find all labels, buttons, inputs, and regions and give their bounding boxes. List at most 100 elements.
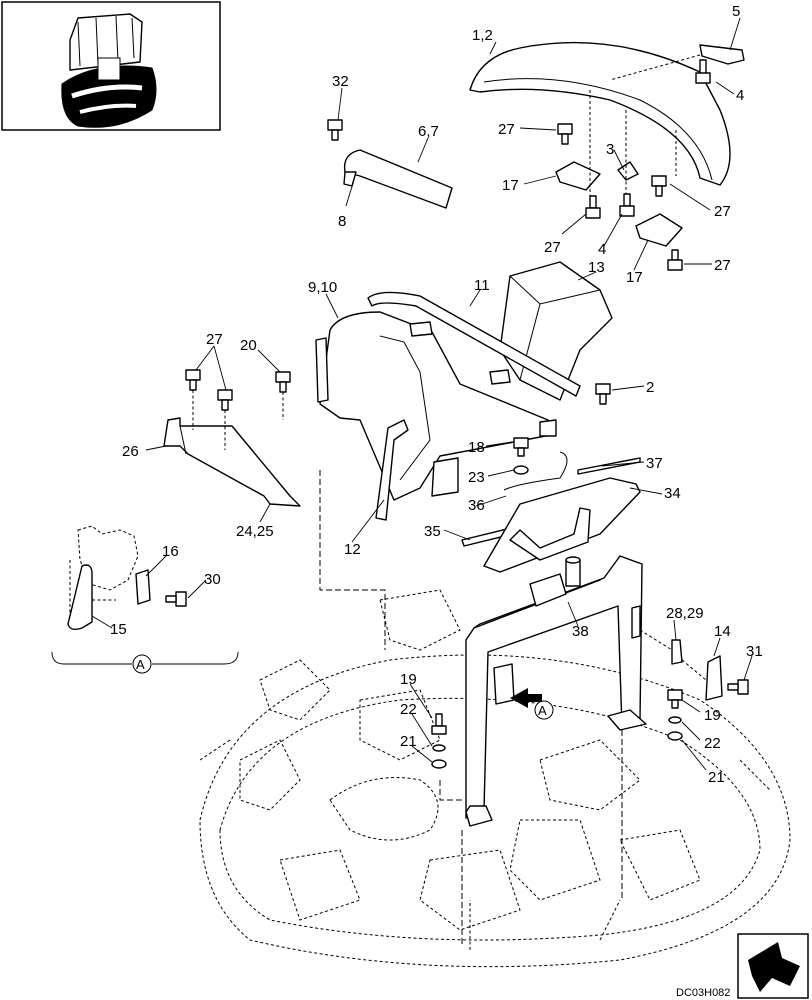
callout-label: 27: [714, 203, 731, 220]
cover-seal: [343, 171, 357, 187]
callout-label: 9,10: [308, 279, 337, 296]
reference-line: [639, 629, 707, 681]
callout-label: 27: [544, 239, 561, 256]
mounting-plate: [163, 417, 301, 507]
bolt: [513, 437, 529, 457]
callout-label: 27: [206, 331, 223, 348]
callout-label: 14: [714, 623, 731, 640]
callout-label: 34: [664, 485, 681, 502]
view-marker: A: [132, 654, 152, 674]
side-cover-bracket: [431, 457, 459, 497]
stay: [375, 419, 409, 521]
callout-label: 15: [110, 621, 127, 638]
leader-lines: [91, 17, 753, 771]
seal-strip: [577, 457, 641, 475]
bracket: [705, 655, 723, 701]
reference-line: [439, 780, 462, 801]
bolt: [165, 591, 187, 607]
reference-line: [319, 470, 386, 650]
bracket: [699, 44, 745, 65]
svg-text:A: A: [136, 657, 145, 672]
callout-label: 36: [468, 497, 485, 514]
callout-label: 30: [204, 571, 221, 588]
callout-label: 21: [400, 733, 417, 750]
callout-label: 3: [606, 141, 614, 158]
view-arrow-icon: [510, 688, 542, 708]
reference-line: [589, 90, 677, 196]
callout-label: 37: [646, 455, 663, 472]
bolt: [667, 689, 683, 709]
mounting-plate-edge: [179, 425, 187, 455]
duct-cover-inner: [509, 507, 591, 561]
bolt: [185, 369, 201, 391]
bolt: [727, 679, 749, 695]
washer-plate: [617, 161, 639, 181]
callout-label: 17: [626, 269, 643, 286]
bolt: [585, 195, 601, 219]
callout-label: 17: [502, 177, 519, 194]
bolt: [695, 59, 711, 84]
side-cover: [319, 311, 557, 501]
callout-label: 31: [746, 643, 763, 660]
washer: [513, 465, 529, 475]
hinge: [635, 213, 683, 247]
bolt: [217, 389, 233, 411]
bolt: [557, 123, 573, 145]
reference-line: [192, 390, 284, 450]
cover-plate: [343, 149, 453, 209]
callout-label: 16: [162, 543, 179, 560]
callout-label: 12: [344, 541, 361, 558]
callout-label: 4: [598, 241, 606, 258]
excavator-cab-thumbnail-icon: [1, 1, 221, 131]
mounting-frame: [465, 555, 647, 827]
side-cover-edge: [379, 335, 431, 481]
callout-label: 13: [588, 259, 605, 276]
callout-label: 38: [572, 623, 589, 640]
bolt: [595, 383, 611, 405]
callout-label: 18: [468, 439, 485, 456]
callout-label: 26: [122, 443, 139, 460]
callout-label: 8: [338, 213, 346, 230]
bolt: [327, 119, 343, 141]
view-marker: A: [534, 700, 554, 720]
bolt: [619, 193, 635, 217]
callout-label: 27: [498, 121, 515, 138]
bolt: [431, 713, 447, 735]
detail-view-a: [51, 525, 239, 665]
side-cover-tab: [409, 321, 433, 337]
spacer-plate: [671, 639, 683, 665]
washer: [432, 744, 446, 752]
callout-label: 32: [332, 73, 349, 90]
callout-label: 35: [424, 523, 441, 540]
callout-label: 11: [474, 277, 490, 294]
air-duct-edge: [509, 275, 601, 381]
reference-line: [609, 54, 701, 81]
callout-label: 24,25: [236, 523, 274, 540]
callout-label: 27: [714, 257, 731, 274]
bolt: [275, 371, 291, 393]
washer: [667, 731, 683, 741]
side-cover-tab: [489, 369, 511, 385]
callout-label: 22: [400, 701, 417, 718]
callout-label: 28,29: [666, 605, 704, 622]
callout-label: 19: [704, 707, 721, 724]
side-cover-tab: [539, 419, 557, 437]
callout-label: 20: [240, 337, 257, 354]
bolt: [667, 249, 683, 271]
hood-cover: [469, 41, 731, 186]
callout-label: 4: [736, 87, 744, 104]
callout-label: 23: [468, 469, 485, 486]
callout-label: 21: [708, 769, 725, 786]
hood-cover-edge: [483, 78, 713, 181]
washer: [668, 716, 682, 724]
callout-label: 1,2: [472, 27, 493, 44]
wire-clip: [503, 451, 568, 491]
drawing-code: DC03H082: [676, 987, 730, 999]
callout-label: 5: [732, 3, 740, 20]
callout-label: 6,7: [418, 123, 439, 140]
washer: [431, 759, 447, 769]
hinge: [555, 161, 601, 191]
side-cover-flange: [315, 337, 329, 403]
